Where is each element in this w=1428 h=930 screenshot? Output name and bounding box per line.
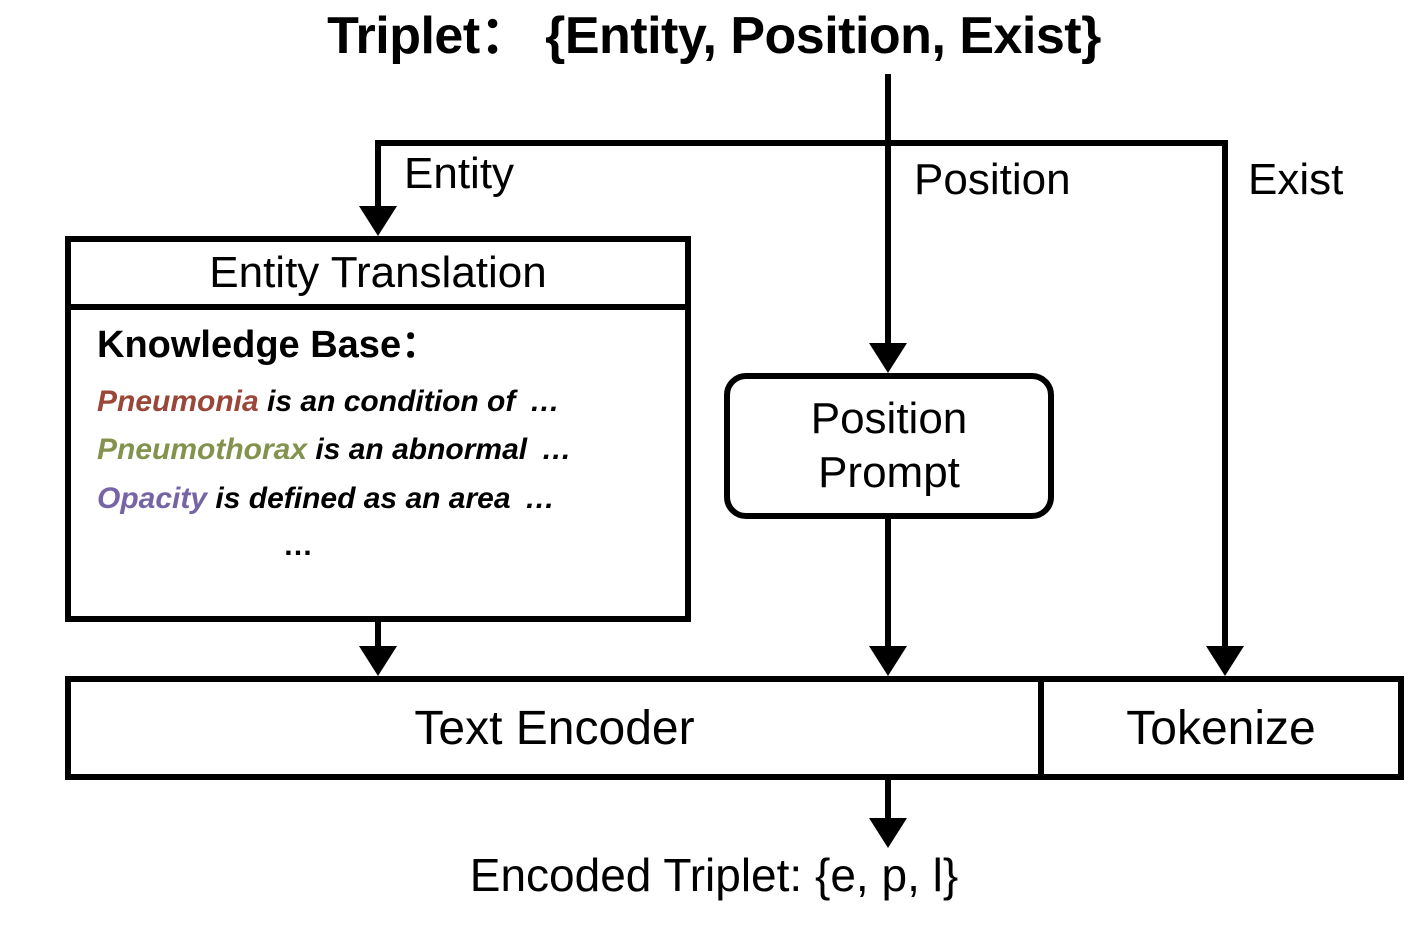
knowledge-base-more-ellipsis: … [283,529,315,563]
kb-entry-ellipsis: … [524,481,557,515]
edge-label-entity: Entity [404,149,515,198]
entity-branch-line [375,140,381,208]
kb-entry-rest: is an abnormal [315,433,528,467]
kb-entry-term: Opacity [97,481,208,515]
position-arrowhead-icon [869,343,907,373]
position-prompt-box: Position Prompt [724,373,1054,519]
entity-translation-to-encoder-arrowhead-icon [359,646,397,676]
diagram-title: Triplet： {Entity, Position, Exist} [327,7,1101,65]
position-prompt-to-encoder-line [885,519,891,646]
entity-translation-header: Entity Translation [71,242,685,310]
kb-entry-term: Pneumonia [97,384,259,418]
knowledge-base-entry: Pneumothorax is an abnormal … [97,426,671,475]
kb-entry-rest: is an condition of [267,384,516,418]
exist-arrowhead-icon [1206,646,1244,676]
title-stem-line [885,74,891,146]
branch-horizontal-line [375,140,1228,146]
kb-entry-ellipsis: … [529,384,562,418]
knowledge-base-entry: Opacity is defined as an area … [97,475,671,524]
tokenize-cell: Tokenize [1126,701,1316,755]
exist-branch-line [1222,140,1228,646]
entity-translation-to-encoder-line [375,622,381,646]
kb-entry-ellipsis: … [541,433,574,467]
kb-entry-rest: is defined as an area [215,481,511,515]
encoder-to-output-line [885,780,891,832]
encoded-triplet-output-label: Encoded Triplet: {e, p, l} [469,849,959,901]
entity-translation-box: Entity Translation Knowledge Base： Pneum… [65,236,691,622]
kb-entry-term: Pneumothorax [97,433,308,467]
position-prompt-to-encoder-arrowhead-icon [869,646,907,676]
text-encoder-cell: Text Encoder [71,682,1044,774]
edge-label-position: Position [914,155,1071,204]
entity-arrowhead-icon [359,206,397,236]
position-prompt-line2: Prompt [818,448,960,497]
encoder-to-output-arrowhead-icon [869,818,907,848]
encoder-bar: Text Encoder Tokenize [65,676,1404,780]
edge-label-exist: Exist [1248,155,1344,204]
knowledge-base-entry: Pneumonia is an condition of … [97,378,671,427]
position-prompt-line1: Position [810,394,968,444]
position-branch-line [885,140,891,343]
knowledge-base-title: Knowledge Base： [97,324,440,366]
knowledge-base-body: Knowledge Base： Pneumonia is an conditio… [71,310,685,616]
